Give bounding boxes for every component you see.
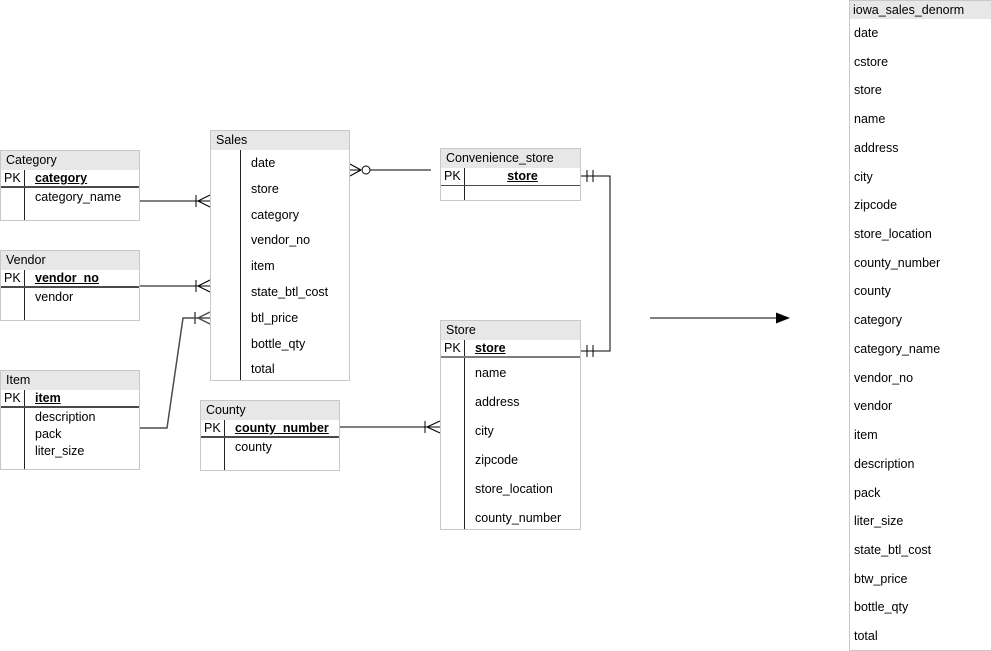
field-item: item (854, 428, 878, 443)
entity-item-pk-row: PK item (1, 390, 139, 408)
field-store: store (854, 83, 882, 98)
entity-county-title: County (201, 401, 339, 420)
field-pack: pack (35, 427, 62, 441)
entity-store[interactable]: Store PK store name address city zipcode… (440, 320, 581, 530)
pk-field-category: category (35, 171, 88, 185)
entity-county-pk-row: PK county_number (201, 420, 339, 438)
field-vendor: vendor (854, 399, 893, 414)
entity-category[interactable]: Category PK category category_name (0, 150, 140, 221)
entity-vendor-pk-row: PK vendor_no (1, 270, 139, 288)
entity-item[interactable]: Item PK item description pack liter_size (0, 370, 140, 470)
pk-label: PK (1, 270, 25, 286)
pk-gutter (1, 288, 25, 320)
pk-field-store: store (507, 169, 538, 183)
entity-sales[interactable]: Sales date store category vendor_no item… (210, 130, 350, 381)
field-vendor: vendor (35, 290, 74, 304)
pk-label: PK (441, 340, 465, 356)
field-county-number: county_number (475, 511, 562, 525)
field-total: total (251, 362, 275, 377)
field-store: store (251, 181, 279, 196)
field-category-name: category_name (854, 341, 941, 356)
field-zipcode: zipcode (854, 198, 898, 213)
entity-vendor[interactable]: Vendor PK vendor_no vendor (0, 250, 140, 321)
entity-iowa-sales-denorm[interactable]: iowa_sales_denorm date cstore store name… (849, 0, 991, 651)
pk-label: PK (441, 168, 465, 185)
field-zipcode: zipcode (475, 453, 519, 467)
entity-county[interactable]: County PK county_number county (200, 400, 340, 471)
field-address: address (475, 395, 520, 409)
field-category: category (251, 207, 299, 222)
field-address: address (854, 140, 899, 155)
entity-sales-title: Sales (211, 131, 349, 150)
field-bottle-qty: bottle_qty (251, 336, 306, 351)
relationship-convenience-store-store (581, 170, 611, 357)
pk-field-item: item (35, 391, 61, 405)
field-name: name (854, 112, 886, 127)
relationship-vendor-sales (140, 279, 211, 293)
pk-field-vendor-no: vendor_no (35, 271, 99, 285)
entity-vendor-title: Vendor (1, 251, 139, 270)
pk-label: PK (1, 390, 25, 406)
pk-gutter (1, 188, 25, 220)
relationship-sales-convenience-store (349, 163, 431, 177)
field-county-number: county_number (854, 255, 941, 270)
entity-convenience-store[interactable]: Convenience_store PK store (440, 148, 581, 201)
field-category-name: category_name (35, 190, 122, 204)
field-county: county (854, 284, 891, 299)
field-date: date (251, 156, 276, 170)
entity-category-pk-row: PK category (1, 170, 139, 188)
pk-gutter (201, 438, 225, 470)
pk-gutter (211, 150, 241, 380)
field-city: city (475, 424, 494, 438)
field-description: description (854, 456, 915, 471)
relationship-category-sales (140, 194, 211, 208)
relationship-county-store (340, 420, 441, 434)
field-store-location: store_location (854, 227, 932, 242)
entity-item-title: Item (1, 371, 139, 390)
pk-gutter (441, 358, 465, 529)
field-item: item (251, 259, 275, 274)
denorm-arrow (650, 312, 790, 324)
field-liter-size: liter_size (854, 514, 904, 529)
pk-gutter (441, 186, 465, 200)
field-btw-price: btw_price (854, 571, 908, 586)
field-category: category (854, 313, 902, 328)
entity-store-pk-row: PK store (441, 340, 580, 358)
pk-label: PK (1, 170, 25, 186)
field-city: city (854, 169, 873, 184)
field-state-btl-cost: state_btl_cost (854, 542, 932, 557)
field-cstore: cstore (854, 54, 889, 69)
field-store-location: store_location (475, 482, 553, 496)
entity-convenience-store-pk-row: PK store (441, 168, 580, 186)
field-bottle-qty: bottle_qty (854, 600, 909, 615)
field-vendor-no: vendor_no (854, 370, 914, 385)
entity-iowa-sales-denorm-title: iowa_sales_denorm (850, 1, 991, 19)
field-description: description (35, 410, 96, 424)
field-state-btl-cost: state_btl_cost (251, 284, 329, 299)
field-name: name (475, 366, 507, 380)
field-btl-price: btl_price (251, 310, 299, 325)
pk-gutter (1, 408, 25, 469)
pk-field-store: store (475, 341, 506, 355)
field-liter-size: liter_size (35, 444, 85, 458)
field-total: total (854, 629, 878, 644)
field-county: county (235, 440, 272, 454)
entity-convenience-store-title: Convenience_store (441, 149, 580, 168)
pk-label: PK (201, 420, 225, 436)
entity-store-title: Store (441, 321, 580, 340)
entity-category-title: Category (1, 151, 139, 170)
field-pack: pack (854, 485, 881, 500)
field-date: date (854, 26, 879, 40)
pk-field-county-number: county_number (235, 421, 329, 435)
field-vendor-no: vendor_no (251, 233, 311, 248)
